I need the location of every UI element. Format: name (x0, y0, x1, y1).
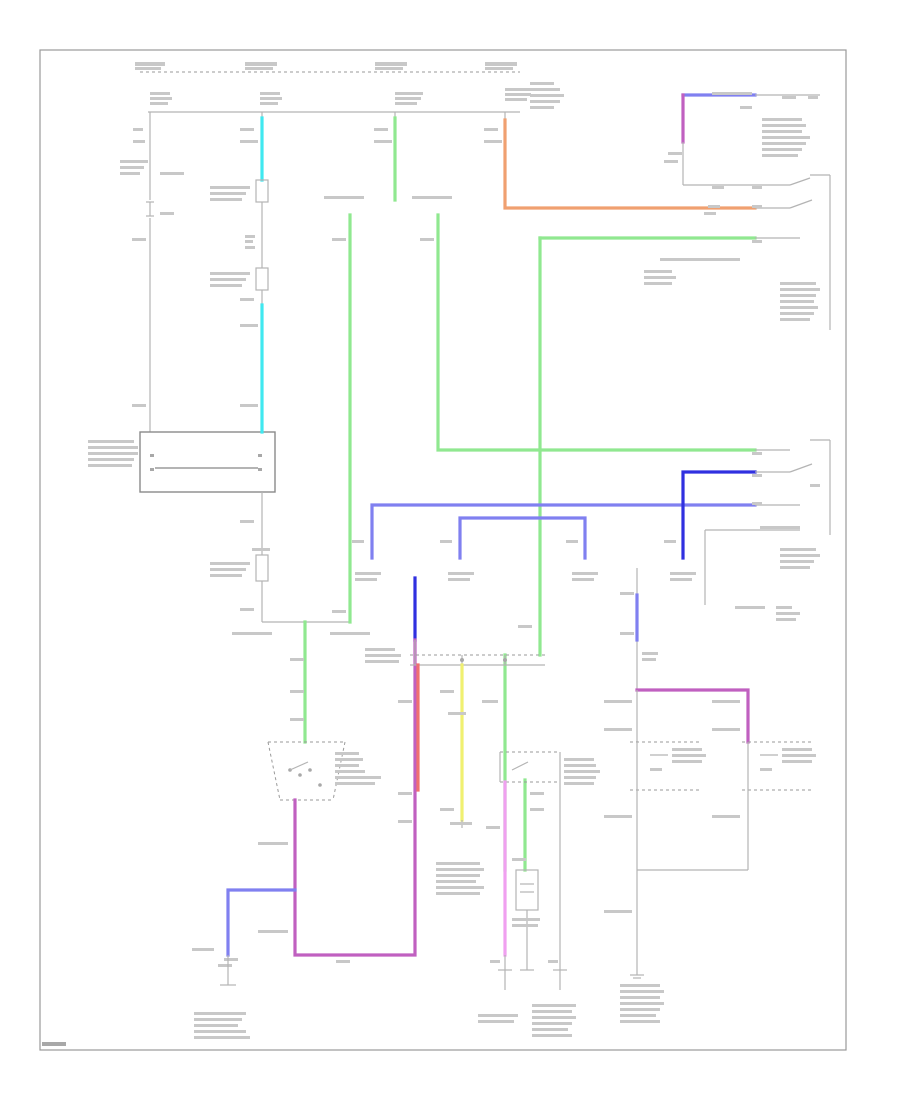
violet-blue-circuits (352, 92, 757, 642)
left-column-circuit (120, 112, 184, 432)
switch-assembly (192, 638, 417, 1039)
switch-icon (511, 761, 529, 771)
orange-circuit (484, 112, 757, 215)
light-blue-circuit (210, 112, 370, 635)
ground-icon (498, 969, 512, 990)
fuse-icon (146, 201, 154, 217)
page-id-mark (42, 1042, 66, 1046)
ground-icon (520, 955, 534, 971)
lamp-icon (742, 741, 812, 791)
wire-green (436, 213, 757, 452)
rear-lamps (604, 568, 816, 1023)
wire-pink-violet (635, 688, 750, 744)
stop-lamp-switch (478, 751, 600, 1037)
relay-module (88, 431, 276, 493)
ground-icon (630, 960, 644, 979)
green-circuits (290, 112, 757, 872)
connector-icon (255, 554, 269, 582)
wire-blue (681, 470, 757, 560)
ground-icon (553, 969, 567, 990)
lamp-icon (630, 741, 700, 791)
wire-violet (370, 503, 757, 560)
wire-violet (226, 888, 297, 957)
wire-violet (458, 516, 587, 560)
power-bus (135, 62, 564, 113)
wire-pink-violet (293, 638, 417, 957)
wire-orange (503, 118, 757, 210)
ground-icon (220, 955, 236, 986)
junction-bar (365, 640, 545, 895)
switch-group-middle (704, 439, 831, 621)
diagram-frame (39, 49, 847, 1051)
lamp-icon (515, 869, 539, 911)
switch-icon (288, 761, 322, 787)
switch-group-top (644, 94, 831, 330)
